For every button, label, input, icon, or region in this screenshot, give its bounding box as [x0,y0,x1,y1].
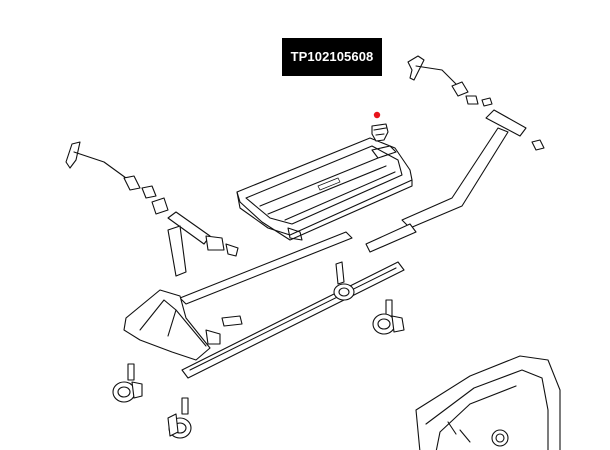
seat-carriage [236,137,413,241]
quick-release-right [407,55,493,107]
part-marker-dot[interactable] [373,111,381,119]
front-base-frame [123,289,243,361]
caster-wheel-left-lower [167,397,192,439]
slide-rail [179,231,405,379]
flywheel-housing [415,355,561,450]
caster-wheel-left-upper [112,363,143,403]
caster-wheel-right [372,299,405,335]
quick-release-left [65,141,169,215]
rail-caster [333,261,355,301]
seat-fitting-part [371,123,389,142]
handle-rail [365,109,545,253]
part-number-label[interactable]: TP102105608 [282,38,382,76]
front-post [167,211,239,277]
